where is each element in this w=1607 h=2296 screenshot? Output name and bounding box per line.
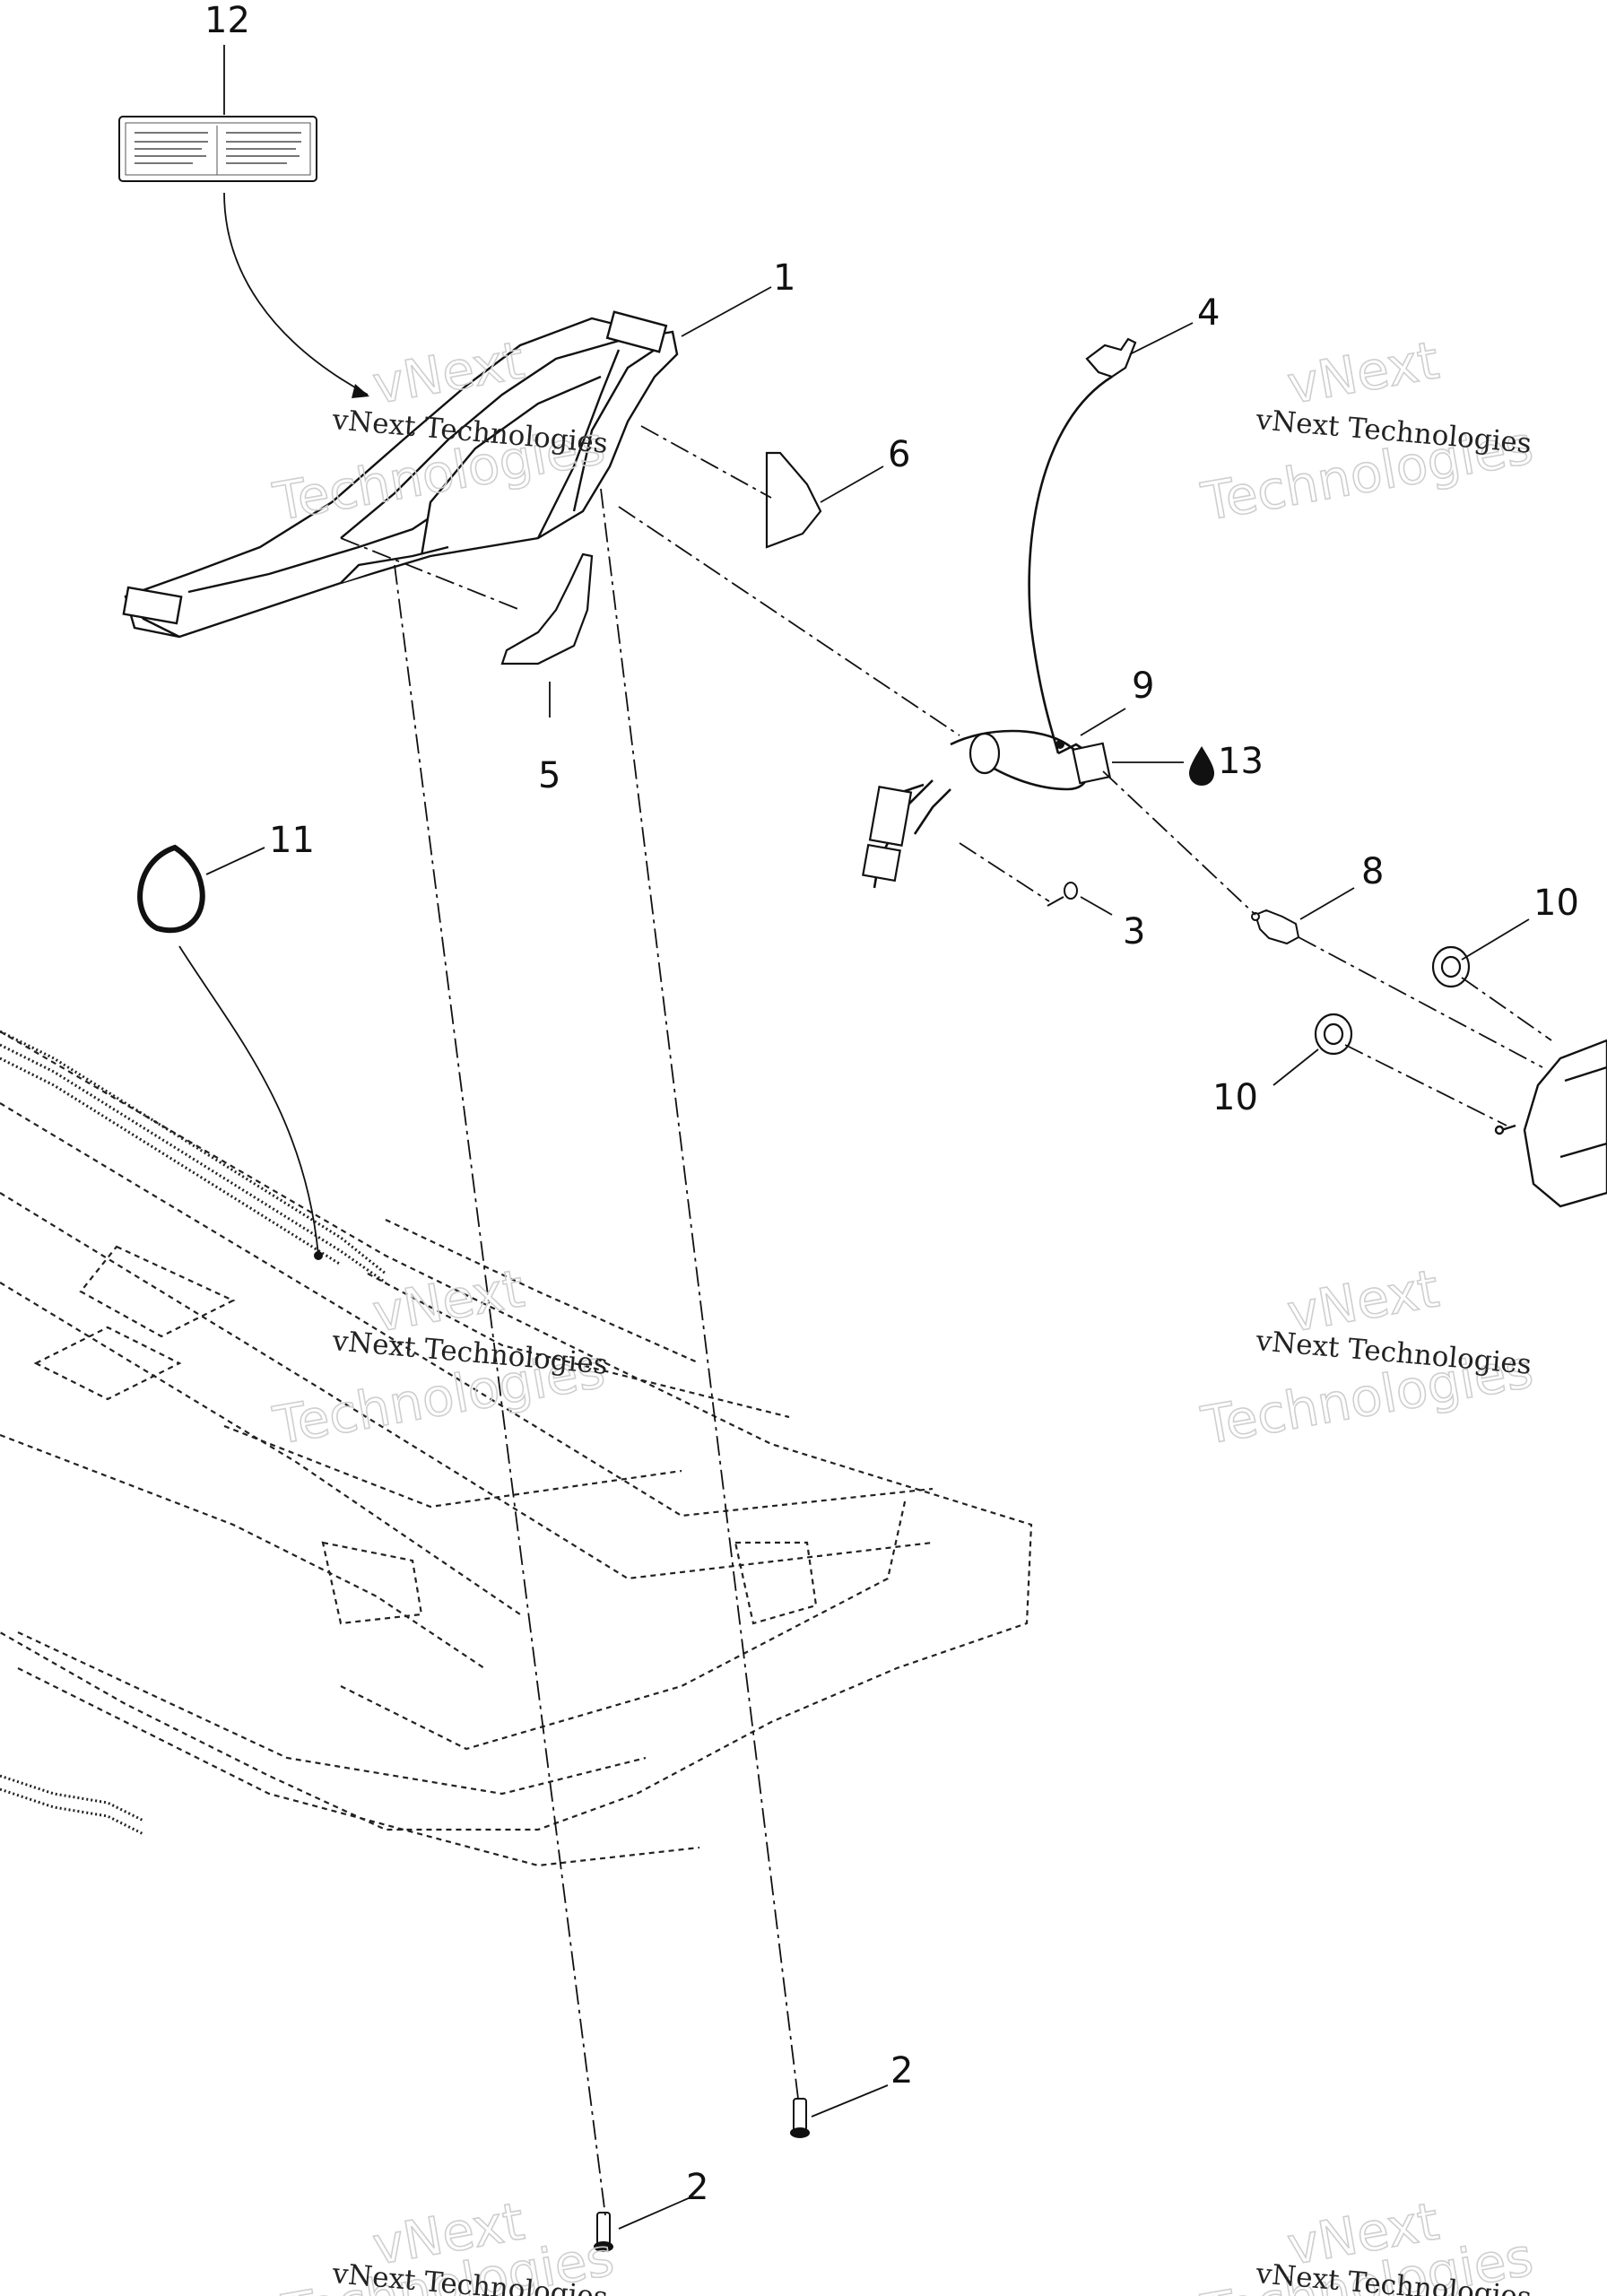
callout-1: 1 <box>773 257 795 299</box>
arrow-head <box>352 384 369 398</box>
callout-13: 13 <box>1218 741 1264 782</box>
watermark-mid-left: vNext Technologies vNext Technologies <box>268 1257 610 1457</box>
screw-3 <box>1047 882 1078 907</box>
lubricant-drop-icon <box>1189 746 1214 786</box>
cable-tie-11 <box>137 844 205 934</box>
callout-12: 12 <box>204 0 250 41</box>
leader-dot <box>314 1251 323 1260</box>
bolt-2-left <box>594 2212 613 2252</box>
watermark-bottom-left: vNext Technologies vNext Technologies <box>277 2190 619 2296</box>
callout-2-left: 2 <box>686 2167 708 2208</box>
callout-8: 8 <box>1361 851 1384 892</box>
grommet-10-upper <box>1431 945 1471 988</box>
bolt-2-right <box>790 2098 810 2138</box>
callout-5: 5 <box>538 755 560 796</box>
callout-4: 4 <box>1197 292 1220 334</box>
tail-light-housing <box>1494 1039 1607 1208</box>
rear-bumper-part <box>122 310 679 639</box>
grommet-10-lower <box>1314 1013 1353 1056</box>
light-bulb-8 <box>1251 909 1300 945</box>
watermark-top-right: vNext Technologies vNext Technologies <box>1196 329 1538 534</box>
connector-plug-4 <box>1085 337 1137 378</box>
watermark-mid-right: vNext Technologies vNext Technologies <box>1196 1257 1538 1457</box>
callout-10-upper: 10 <box>1533 883 1579 924</box>
harness-connector-block <box>862 732 1111 883</box>
callout-10-lower: 10 <box>1212 1077 1258 1118</box>
assembly-lines <box>340 425 1552 2216</box>
leader-lines <box>178 45 1530 2230</box>
callout-11: 11 <box>269 820 315 861</box>
callout-2-right: 2 <box>890 2050 913 2092</box>
chassis-frame-outline <box>0 1031 1033 1867</box>
callout-9: 9 <box>1132 665 1154 707</box>
svg-text:vNext: vNext <box>1283 329 1444 415</box>
callout-3: 3 <box>1123 911 1145 952</box>
watermark-bottom-right: vNext Technologies vNext Technologies <box>1196 2190 1538 2296</box>
leader-dot <box>1055 740 1064 749</box>
callout-6: 6 <box>888 434 910 475</box>
side-reflector-5 <box>500 552 594 665</box>
frame-textured-rail <box>0 1030 387 1836</box>
warning-label-part <box>118 116 317 182</box>
side-reflector-6 <box>765 451 822 549</box>
